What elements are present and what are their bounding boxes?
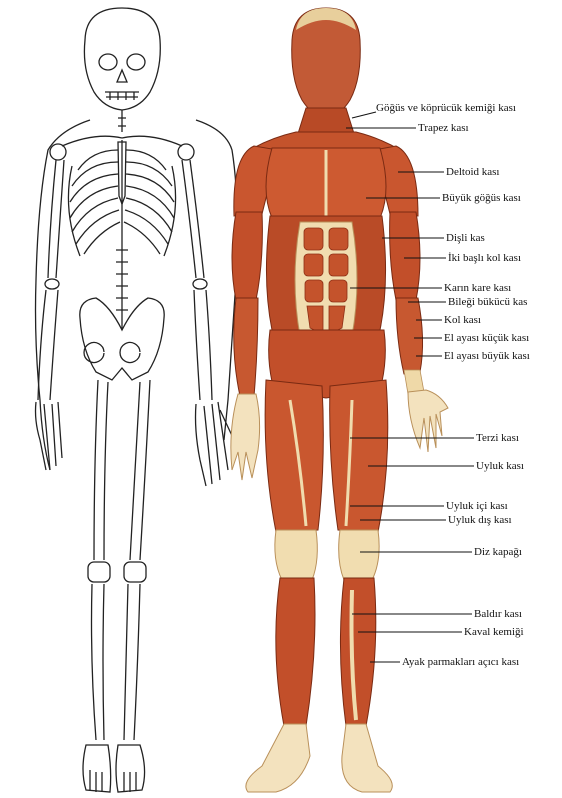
left-knee (275, 530, 317, 580)
label-trapez-kasi: Trapez kası (418, 122, 469, 134)
right-foot (342, 724, 392, 792)
trapezius (250, 132, 400, 150)
label-kaval-kemigi: Kaval kemiği (464, 626, 524, 638)
label-karin-kare-kasi: Karın kare kası (444, 282, 511, 294)
left-upper-arm (232, 212, 262, 300)
label-deltoid-kasi: Deltoid kası (446, 166, 499, 178)
right-knee (339, 530, 379, 580)
label-uyluk-dis-kasi: Uyluk dış kası (448, 514, 512, 526)
right-arm-bones (182, 160, 234, 486)
left-lower-leg (276, 578, 315, 726)
left-forearm (234, 298, 258, 396)
label-el-ayasi-kucuk-kasi: El ayası küçük kası (444, 332, 529, 344)
right-forearm (396, 298, 423, 374)
right-upper-arm (390, 212, 420, 300)
label-terzi-kasi: Terzi kası (476, 432, 519, 444)
left-thigh (265, 380, 323, 532)
muscle-figure (231, 8, 448, 792)
label-uyluk-kasi: Uyluk kası (476, 460, 524, 472)
skeleton-figure (36, 8, 238, 792)
left-hand (231, 394, 260, 480)
right-thigh (330, 380, 388, 532)
right-lower-leg (340, 578, 375, 726)
label-buyuk-gogus-kasi: Büyük göğüs kası (442, 192, 521, 204)
label-bilegi-bukucu-kas: Bileği bükücü kas (448, 296, 527, 308)
label-gogus-ve-kopucuk-kemigi-kasi: Göğüs ve köprücük kemiği kası (376, 102, 516, 114)
label-iki-basli-kol-kasi: İki başlı kol kası (448, 252, 521, 264)
skull (84, 8, 160, 110)
leg-bones (83, 380, 150, 792)
label-ayak-parmaklari-acici-kasi: Ayak parmakları açıcı kası (402, 656, 519, 668)
label-uyluk-ici-kasi: Uyluk içi kası (446, 500, 508, 512)
label-el-ayasi-buyuk-kasi: El ayası büyük kası (444, 350, 530, 362)
label-diz-kapagi: Diz kapağı (474, 546, 522, 558)
right-hand (408, 390, 448, 452)
skeleton-body-outline (36, 120, 238, 470)
label-kol-kasi: Kol kası (444, 314, 481, 326)
left-foot (246, 724, 310, 792)
label-baldir-kasi: Baldır kası (474, 608, 522, 620)
label-disli-kas: Dişli kas (446, 232, 485, 244)
